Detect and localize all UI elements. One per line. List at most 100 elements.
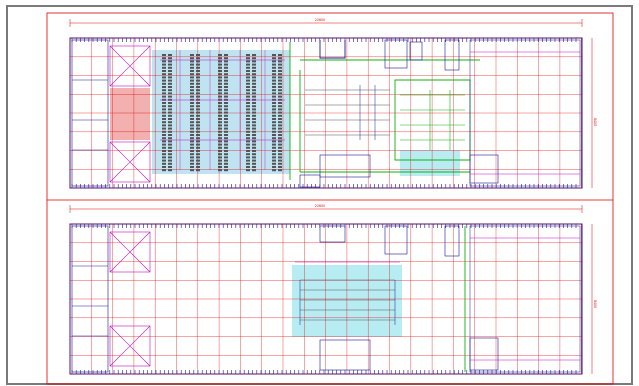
rack-bay	[190, 79, 194, 82]
rack-bay	[272, 86, 276, 88]
rack-bay	[278, 108, 282, 111]
rack-bay	[252, 140, 256, 143]
rack-bay	[218, 169, 222, 172]
rack-bay	[272, 121, 276, 124]
rack-bay	[278, 137, 282, 140]
rack-bay	[190, 146, 194, 149]
rack-bay	[252, 79, 256, 82]
upper-floor-plan: 22600 8400	[69, 18, 597, 189]
rack-bay	[272, 60, 276, 63]
rack-bay	[224, 70, 228, 72]
rack-bay	[190, 102, 194, 104]
red-zone	[110, 88, 150, 140]
rack-bay	[196, 70, 200, 72]
rack-bay	[278, 153, 282, 156]
rack-bay	[162, 137, 166, 140]
rack-bay	[162, 169, 166, 172]
rack-bay	[246, 111, 250, 114]
upper-storage-racks	[162, 54, 282, 172]
rack-bay	[196, 79, 200, 82]
rack-bay	[168, 76, 172, 79]
rack-bay	[246, 153, 250, 156]
rack-bay	[196, 156, 200, 159]
rack-bay	[224, 118, 228, 120]
rack-bay	[278, 146, 282, 149]
rack-bay	[246, 102, 250, 104]
rack-bay	[272, 76, 276, 79]
rack-bay	[278, 76, 282, 79]
rack-bay	[168, 102, 172, 104]
rack-bay	[272, 82, 276, 85]
rack-bay	[278, 156, 282, 159]
rack-bay	[218, 156, 222, 159]
rack-bay	[168, 79, 172, 82]
lower-column-ticks	[71, 224, 577, 374]
rack-bay	[218, 57, 222, 60]
rack-bay	[224, 86, 228, 88]
rack-bay	[196, 108, 200, 111]
rack-bay	[190, 156, 194, 159]
rack-bay	[246, 156, 250, 159]
rack-bay	[190, 134, 194, 136]
rack-bay	[196, 150, 200, 152]
rack-bay	[224, 73, 228, 76]
rack-bay	[224, 162, 228, 165]
rack-bay	[196, 66, 200, 69]
rack-bay	[196, 63, 200, 66]
rack-bay	[162, 121, 166, 124]
rack-bay	[168, 92, 172, 95]
rack-bay	[218, 54, 222, 56]
rack-bay	[168, 89, 172, 92]
rack-bay	[190, 114, 194, 117]
rack-bay	[224, 127, 228, 130]
rack-bay	[218, 140, 222, 143]
rack-bay	[196, 89, 200, 92]
rack-bay	[168, 66, 172, 69]
upper-structural-grid	[69, 37, 582, 189]
rack-bay	[190, 82, 194, 85]
rack-bay	[190, 137, 194, 140]
rack-bay	[190, 143, 194, 146]
rack-bay	[246, 89, 250, 92]
rack-bay	[196, 137, 200, 140]
rack-bay	[278, 95, 282, 98]
rack-bay	[278, 70, 282, 72]
rack-bay	[272, 134, 276, 136]
rack-bay	[162, 60, 166, 63]
rack-bay	[196, 130, 200, 133]
rack-bay	[246, 150, 250, 152]
rack-bay	[246, 105, 250, 108]
rack-bay	[162, 70, 166, 72]
rack-bay	[246, 79, 250, 82]
rack-bay	[272, 114, 276, 117]
rack-bay	[218, 130, 222, 133]
rack-bay	[246, 143, 250, 146]
lower-left-wing	[71, 225, 151, 373]
rack-bay	[196, 60, 200, 63]
rack-bay	[224, 95, 228, 98]
rack-bay	[252, 118, 256, 120]
rack-bay	[168, 111, 172, 114]
rack-bay	[278, 66, 282, 69]
upper-equipment-blocks	[299, 39, 499, 188]
upper-overall-dimension: 22600	[315, 18, 325, 22]
rack-bay	[196, 54, 200, 56]
rack-bay	[252, 150, 256, 152]
rack-bay	[224, 150, 228, 152]
rack-bay	[168, 70, 172, 72]
upper-side-dimension: 8400	[593, 118, 597, 126]
rack-bay	[218, 60, 222, 63]
rack-bay	[278, 111, 282, 114]
rack-bay	[252, 114, 256, 117]
rack-bay	[218, 150, 222, 152]
rack-bay	[218, 66, 222, 69]
rack-bay	[218, 76, 222, 79]
rack-bay	[168, 54, 172, 56]
rack-bay	[272, 70, 276, 72]
rack-bay	[196, 162, 200, 165]
rack-bay	[218, 134, 222, 136]
rack-bay	[278, 102, 282, 104]
rack-bay	[196, 118, 200, 120]
rack-bay	[252, 82, 256, 85]
